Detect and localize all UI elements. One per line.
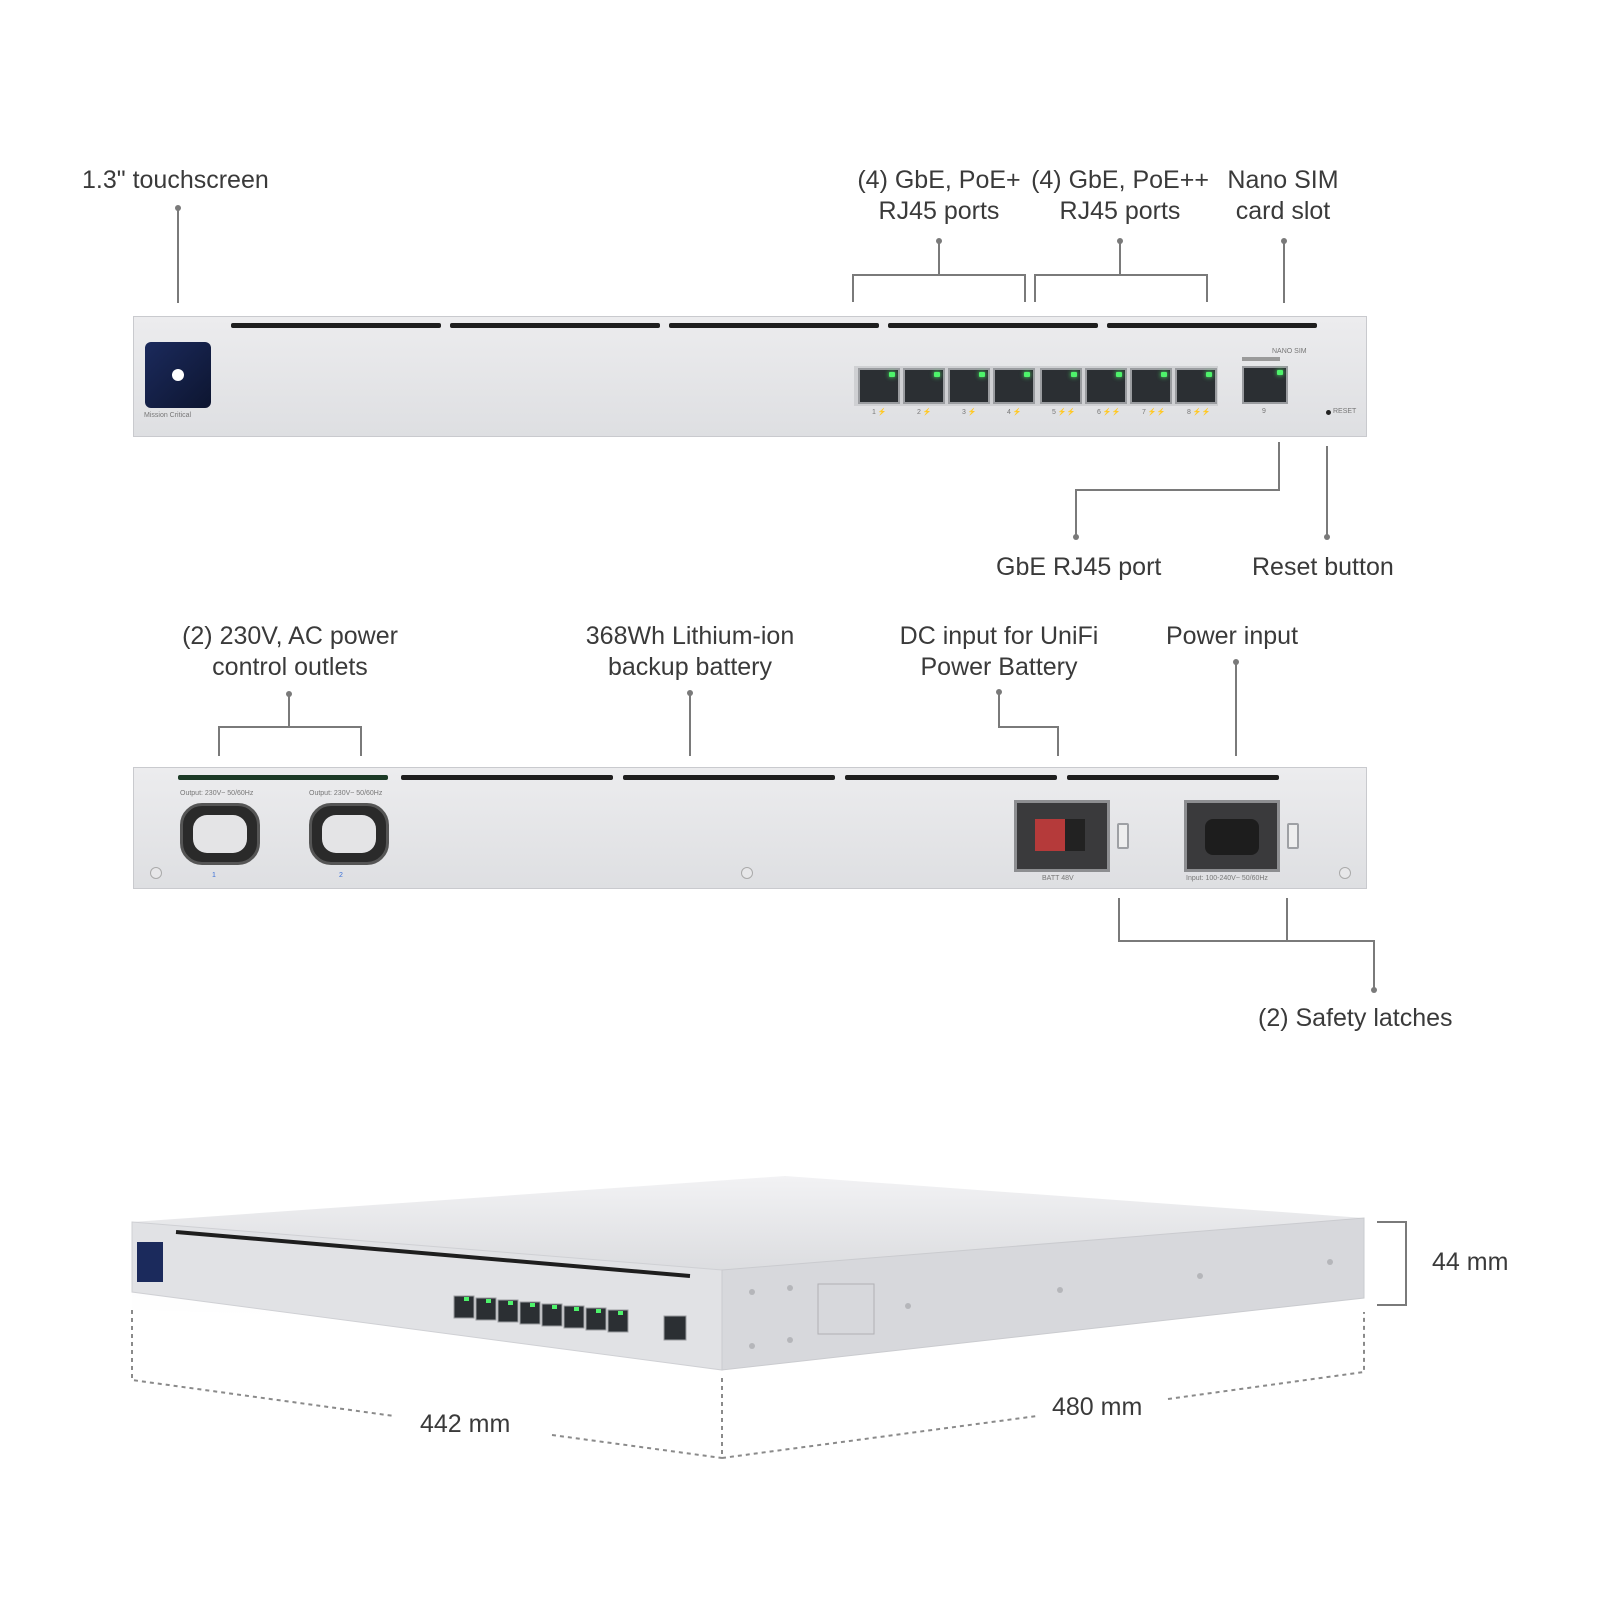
- poe-plusplus-ports-label: (4) GbE, PoE++ RJ45 ports: [1031, 166, 1209, 225]
- reset-button[interactable]: [1326, 410, 1331, 415]
- safety-latches-label: (2) Safety latches: [1258, 1004, 1453, 1032]
- ac-outlet-1[interactable]: [180, 803, 260, 865]
- ac-outlet-2[interactable]: [309, 803, 389, 865]
- vent-slot: [450, 323, 660, 328]
- product-label-sticker: [817, 1283, 875, 1335]
- dc-connector-body: [1065, 819, 1085, 851]
- vent-slot: [888, 323, 1098, 328]
- ac-input-tag: Input: 100-240V~ 50/60Hz: [1186, 875, 1268, 882]
- rj45-port-3[interactable]: [948, 368, 990, 404]
- screw-icon: [741, 867, 753, 879]
- vent-slot: [845, 775, 1057, 780]
- touchscreen-display[interactable]: [145, 342, 211, 408]
- port-tag: 1 ⚡: [872, 409, 887, 416]
- vent-slot: [1067, 775, 1279, 780]
- gbe-rj45-port[interactable]: [1242, 366, 1288, 404]
- port-tag: 7 ⚡⚡: [1142, 409, 1166, 416]
- outlet-2-tag: Output: 230V~ 50/60Hz: [309, 790, 383, 797]
- anderson-connector-icon: [1035, 819, 1069, 851]
- vent-slot: [178, 775, 388, 780]
- depth-dimension: 480 mm: [1052, 1393, 1143, 1421]
- safety-latch-1[interactable]: [1117, 823, 1129, 849]
- port-tag: 8 ⚡⚡: [1187, 409, 1211, 416]
- ac-outlets-label: (2) 230V, AC power control outlets: [182, 622, 398, 681]
- screw-icon: [150, 867, 162, 879]
- rj45-port-5[interactable]: [1040, 368, 1082, 404]
- rear-panel: Output: 230V~ 50/60Hz Output: 230V~ 50/6…: [133, 767, 1367, 889]
- vent-slot: [1107, 323, 1317, 328]
- vent-slot: [401, 775, 613, 780]
- port-tag: 5 ⚡⚡: [1052, 409, 1076, 416]
- dc-input-port[interactable]: [1014, 800, 1110, 872]
- port-tag: 4 ⚡: [1007, 409, 1022, 416]
- device-side-face: [721, 1217, 1365, 1371]
- port-tag: 6 ⚡⚡: [1097, 409, 1121, 416]
- gbe-port-label: GbE RJ45 port: [996, 553, 1162, 581]
- rj45-port-1[interactable]: [858, 368, 900, 404]
- safety-latch-2[interactable]: [1287, 823, 1299, 849]
- dc-input-label: DC input for UniFi Power Battery: [899, 622, 1099, 681]
- ac-power-input[interactable]: [1184, 800, 1280, 872]
- brand-text: Mission Critical: [144, 412, 192, 419]
- outlet-2-number: 2: [339, 872, 343, 879]
- front-panel: Mission Critical 1 ⚡ 2 ⚡ 3 ⚡ 4 ⚡ 5 ⚡⚡ 6 …: [133, 316, 1367, 437]
- rj45-port-7[interactable]: [1130, 368, 1172, 404]
- port-tag: 3 ⚡: [962, 409, 977, 416]
- rj45-port-2[interactable]: [903, 368, 945, 404]
- touchscreen-small: [137, 1242, 163, 1282]
- power-input-label: Power input: [1166, 622, 1299, 650]
- battery-label: 368Wh Lithium-ion backup battery: [585, 622, 795, 681]
- nano-sim-tag: NANO SIM: [1272, 348, 1307, 355]
- rj45-port-4[interactable]: [993, 368, 1035, 404]
- outlet-1-number: 1: [212, 872, 216, 879]
- dc-tag: BATT 48V: [1042, 875, 1074, 882]
- reset-tag: RESET: [1333, 408, 1357, 415]
- rj45-port-6[interactable]: [1085, 368, 1127, 404]
- height-dimension: 44 mm: [1432, 1248, 1509, 1276]
- touchscreen-label: 1.3" touchscreen: [82, 166, 269, 194]
- screen-indicator-icon: [172, 369, 184, 381]
- nano-sim-slot[interactable]: [1242, 357, 1280, 361]
- vent-slot: [669, 323, 879, 328]
- port-tag: 2 ⚡: [917, 409, 932, 416]
- vent-slot: [623, 775, 835, 780]
- screw-icon: [1339, 867, 1351, 879]
- device-top-surface: [132, 1176, 1364, 1270]
- poe-plus-ports-label: (4) GbE, PoE+ RJ45 ports: [857, 166, 1021, 225]
- iec-inlet-icon: [1205, 819, 1259, 855]
- vent-slot: [231, 323, 441, 328]
- outlet-1-tag: Output: 230V~ 50/60Hz: [180, 790, 254, 797]
- uplink-tag: 9: [1262, 408, 1266, 415]
- rj45-port-8[interactable]: [1175, 368, 1217, 404]
- width-dimension: 442 mm: [420, 1410, 511, 1438]
- nano-sim-label: Nano SIM card slot: [1227, 166, 1339, 225]
- reset-label: Reset button: [1252, 553, 1394, 581]
